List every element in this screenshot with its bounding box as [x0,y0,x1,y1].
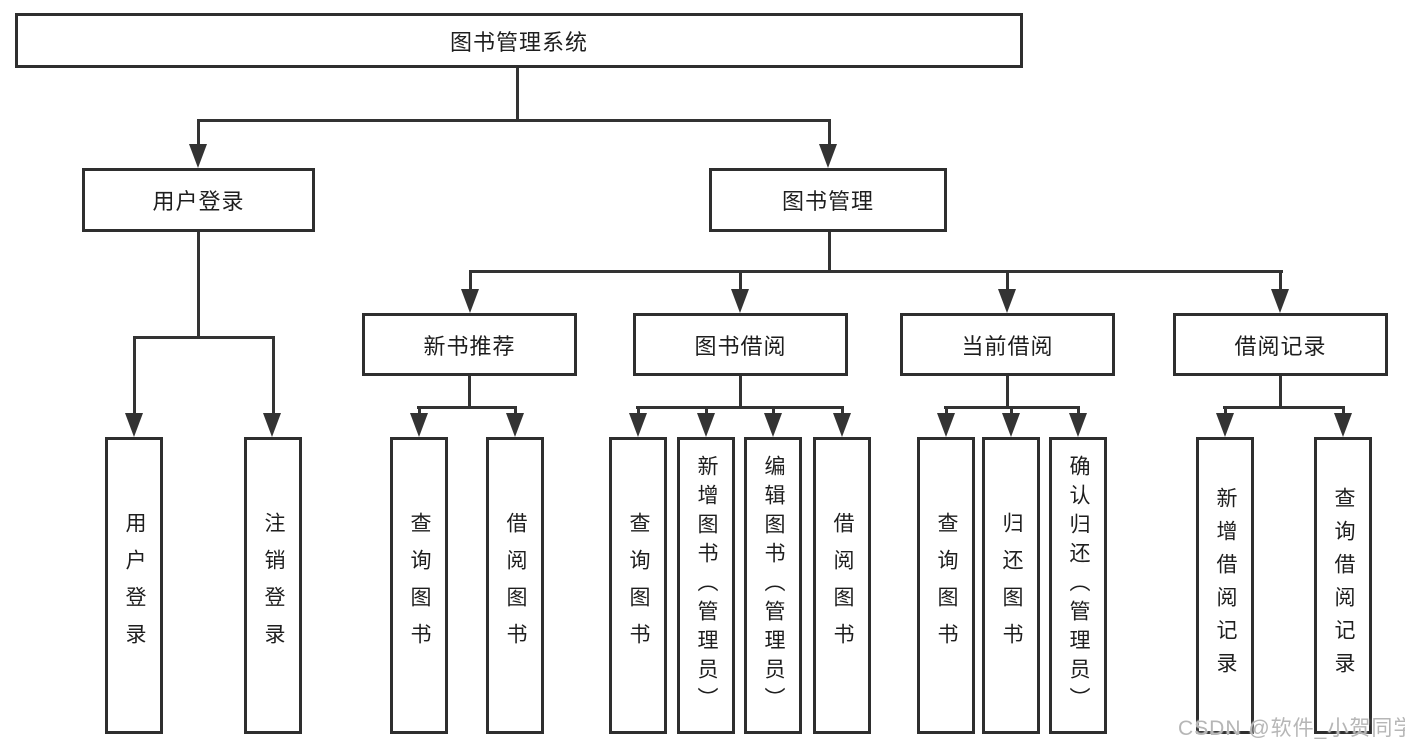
arrowhead-down [731,289,749,313]
connector-drop-section [469,270,472,291]
connector-user-login-stem [197,232,200,339]
connector-section-stem [468,376,471,409]
node-logout-leaf: 注销登录 [244,437,302,734]
node-new-book-recommend: 新书推荐 [362,313,577,376]
connector-user-login-cross [133,336,275,339]
arrowhead-down [1069,413,1087,437]
connector-drop-leaf [272,336,275,415]
arrowhead-down [461,289,479,313]
node-user-login-leaf: 用户登录 [105,437,163,734]
node-bb-query-books: 查询图书 [609,437,667,734]
node-bb-borrow-books: 借阅图书 [813,437,871,734]
arrowhead-down [833,413,851,437]
connector-drop-user-login [197,119,200,147]
arrowhead-down [1271,289,1289,313]
connector-drop-leaf [133,336,136,415]
connector-root-stem [516,68,519,122]
node-current-borrow: 当前借阅 [900,313,1115,376]
connector-section-stem [739,376,742,409]
arrowhead-down [1334,413,1352,437]
arrowhead-down [189,144,207,168]
connector-drop-leaf [1010,406,1013,415]
node-nbr-borrow-books: 借阅图书 [486,437,544,734]
node-cb-return-books: 归还图书 [982,437,1040,734]
node-book-management: 图书管理 [709,168,947,232]
node-cb-query-books: 查询图书 [917,437,975,734]
arrowhead-down [764,413,782,437]
connector-section-cross [417,406,517,409]
connector-drop-section [1006,270,1009,291]
arrowhead-down [937,413,955,437]
connector-root-cross [197,119,831,122]
node-library-system: 图书管理系统 [15,13,1023,68]
csdn-watermark: CSDN @软件_小贺同学 [1178,717,1405,740]
connector-drop-book-mgmt [828,119,831,147]
node-bb-edit-books-admin: 编辑图书（管理员） [744,437,802,734]
arrowhead-down [410,413,428,437]
node-cb-confirm-return-admin: 确认归还（管理员） [1049,437,1107,734]
connector-drop-leaf [418,406,421,415]
connector-drop-leaf [514,406,517,415]
arrowhead-down [819,144,837,168]
connector-section-stem [1279,376,1282,409]
node-bb-add-books-admin: 新增图书（管理员） [677,437,735,734]
connector-section-stem [1006,376,1009,409]
node-book-borrow: 图书借阅 [633,313,848,376]
arrowhead-down [263,413,281,437]
connector-drop-leaf [705,406,708,415]
connector-drop-leaf [637,406,640,415]
connector-section-cross [636,406,844,409]
arrowhead-down [629,413,647,437]
node-user-login: 用户登录 [82,168,315,232]
node-borrow-records: 借阅记录 [1173,313,1388,376]
arrowhead-down [1002,413,1020,437]
node-br-add-record: 新增借阅记录 [1196,437,1254,734]
connector-drop-leaf [1224,406,1227,415]
arrowhead-down [125,413,143,437]
arrowhead-down [506,413,524,437]
connector-drop-leaf [945,406,948,415]
connector-drop-section [1279,270,1282,291]
node-br-query-record: 查询借阅记录 [1314,437,1372,734]
connector-drop-leaf [841,406,844,415]
connector-book-mgmt-stem [828,232,831,273]
connector-book-mgmt-cross [469,270,1283,273]
arrowhead-down [697,413,715,437]
arrowhead-down [998,289,1016,313]
connector-drop-section [739,270,742,291]
connector-drop-leaf [1077,406,1080,415]
node-nbr-query-books: 查询图书 [390,437,448,734]
connector-section-cross [1223,406,1345,409]
connector-drop-leaf [1342,406,1345,415]
arrowhead-down [1216,413,1234,437]
connector-drop-leaf [772,406,775,415]
